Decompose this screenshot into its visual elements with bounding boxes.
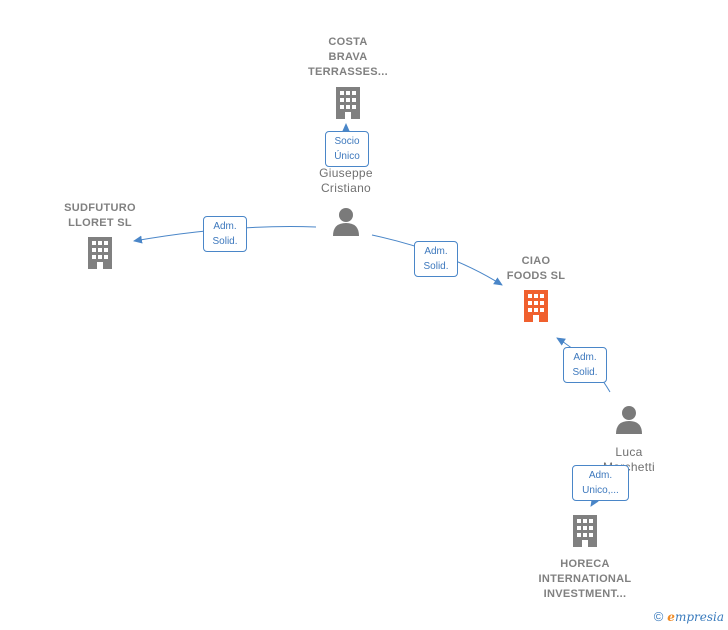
building-icon	[88, 237, 112, 269]
label-line: Giuseppe	[319, 166, 373, 180]
company-label: HORECA INTERNATIONAL INVESTMENT...	[530, 557, 640, 602]
label-line: LLORET SL	[68, 217, 132, 229]
company-label: CIAO FOODS SL	[486, 254, 586, 284]
label-line: Cristiano	[320, 181, 372, 195]
label-line: TERRASSES...	[307, 66, 388, 78]
label-line: HORECA	[560, 558, 610, 570]
logo-initial: e	[667, 610, 675, 624]
label-line: INVESTMENT...	[543, 588, 627, 600]
edge-label-adm-solid-ciao[interactable]: Adm. Solid.	[414, 241, 458, 277]
edge-label-adm-unico-horeca[interactable]: Adm. Unico,...	[572, 465, 629, 501]
edge-label-line: Adm.	[573, 352, 597, 363]
edge-label-line: Solid.	[212, 236, 238, 247]
edge-label-socio-unico[interactable]: Socio Único	[325, 131, 369, 167]
logo-text: mpresia	[674, 610, 724, 624]
edge-label-line: Adm.	[424, 246, 448, 257]
edge-label-line: Solid.	[423, 261, 449, 272]
company-node-ciao-foods[interactable]: CIAO FOODS SL	[486, 254, 586, 329]
edge-label-line: Adm.	[588, 470, 613, 481]
company-label: SUDFUTURO LLORET SL	[50, 201, 150, 231]
person-label: Giuseppe Cristiano	[296, 166, 396, 196]
label-line: CIAO	[521, 255, 551, 267]
person-icon	[616, 406, 642, 434]
edge-label-line: Solid.	[572, 367, 598, 378]
edge-label-adm-solid-sudfuturo[interactable]: Adm. Solid.	[203, 216, 247, 252]
label-line: COSTA	[328, 36, 368, 48]
label-line: Luca	[615, 445, 643, 459]
empresia-logo: empresia	[667, 610, 724, 624]
building-icon	[336, 87, 360, 119]
company-node-horeca[interactable]: HORECA INTERNATIONAL INVESTMENT...	[530, 513, 640, 602]
footer-brand: ©empresia	[654, 609, 724, 624]
building-icon	[573, 515, 597, 547]
label-line: BRAVA	[328, 51, 368, 63]
label-line: SUDFUTURO	[64, 202, 136, 214]
edge-label-line: Socio	[334, 136, 360, 147]
company-node-costa-brava[interactable]: COSTA BRAVA TERRASSES...	[298, 35, 398, 126]
label-line: INTERNATIONAL	[538, 573, 632, 585]
edge-label-line: Adm.	[213, 221, 237, 232]
copyright-icon: ©	[653, 609, 664, 624]
label-line: FOODS SL	[506, 270, 566, 282]
company-label: COSTA BRAVA TERRASSES...	[298, 35, 398, 80]
person-icon	[333, 208, 359, 236]
building-icon	[524, 290, 548, 322]
edge-label-line: Unico,...	[582, 485, 619, 496]
person-node-giuseppe[interactable]: Giuseppe Cristiano	[296, 166, 396, 243]
edge-label-adm-solid-luca-ciao[interactable]: Adm. Solid.	[563, 347, 607, 383]
edge-label-line: Único	[334, 151, 360, 162]
company-node-sudfuturo[interactable]: SUDFUTURO LLORET SL	[50, 201, 150, 276]
